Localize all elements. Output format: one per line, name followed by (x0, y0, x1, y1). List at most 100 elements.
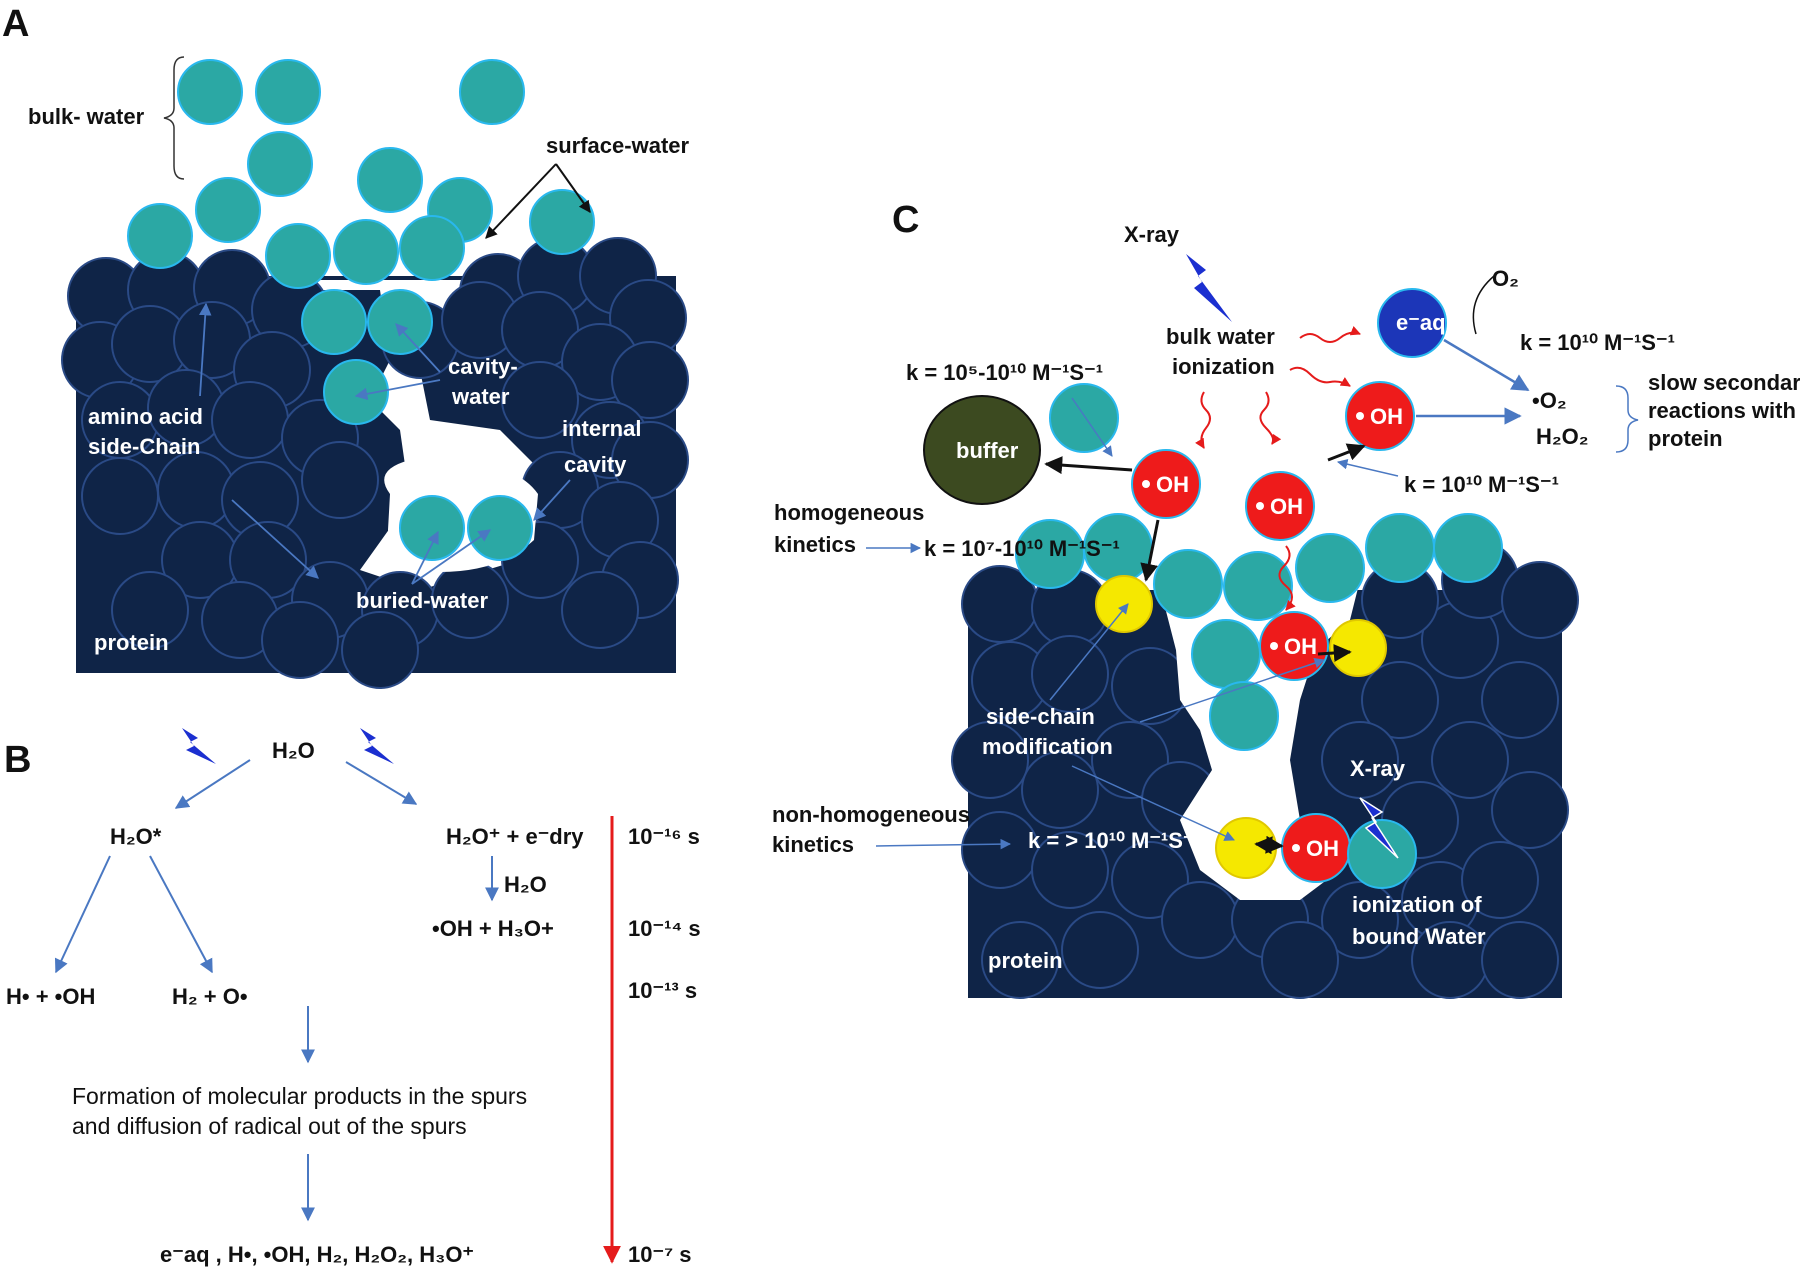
protein-bead (111, 571, 189, 649)
panel-c-letter: C (892, 199, 919, 241)
h2o-star-label: H₂O* (110, 824, 162, 849)
internal-cavity-arrow (533, 479, 571, 521)
buried-water-label: buried-water (356, 588, 488, 613)
wavy-arrow-to-oh (1259, 391, 1282, 445)
oh-label: OH (1306, 836, 1339, 861)
protein-bead (561, 571, 639, 649)
radical-dot (1356, 412, 1364, 420)
buffer-molecule (923, 395, 1041, 505)
side-chain-pointer-3 (1071, 765, 1235, 841)
oh-forward-arrow (1327, 443, 1366, 462)
wavy-arrow-to-oh (1278, 545, 1296, 611)
protein-bead (1501, 561, 1579, 639)
radical-dot (1142, 480, 1150, 488)
protein-bead (341, 611, 419, 689)
h-oh-label: H• + •OH (6, 984, 95, 1009)
protein-bead (1481, 661, 1559, 739)
k-oh-label: k = 10¹⁰ M⁻¹S⁻¹ (1404, 472, 1559, 497)
surface-water-arrow-2 (555, 163, 591, 213)
protein-bead (1261, 921, 1339, 999)
water-molecule (247, 131, 313, 197)
superoxide-label: •O₂ (1532, 388, 1567, 413)
panel-a-protein-beads (61, 237, 689, 689)
radical-dot (1270, 642, 1278, 650)
amino-acid-arrow (198, 302, 212, 397)
protein-bead (961, 811, 1039, 889)
water-molecule (195, 177, 261, 243)
cavity-water-arrow-1 (395, 323, 441, 373)
bulk-ionization-label-1: bulk water (1166, 324, 1275, 349)
cavity-water-label-1: cavity- (448, 354, 518, 379)
hydroxyl-radical (1259, 611, 1329, 681)
h2o-mid-label: H₂O (504, 872, 547, 897)
protein-bead (501, 361, 579, 439)
lightning-bolt-icon (360, 728, 394, 764)
side-chain-label-2: modification (982, 734, 1113, 759)
oh-to-side-chain-arrow (1254, 835, 1284, 855)
protein-bead (81, 457, 159, 535)
xray-top-label: X-ray (1124, 222, 1180, 247)
slow-reactions-label-1: slow secondary (1648, 370, 1800, 395)
bulk-water-brace (163, 56, 185, 180)
time-label-1: 10⁻¹⁶ s (628, 824, 700, 849)
amino-acid-label-1: amino acid (88, 404, 203, 429)
products-brace (1615, 385, 1639, 453)
oh-label: OH (1370, 404, 1403, 429)
final-products-label: e⁻aq , H•, •OH, H₂, H₂O₂, H₃O⁺ (160, 1242, 474, 1267)
water-molecule (1295, 533, 1365, 603)
lightning-bolt-icon (1186, 254, 1232, 322)
k-homogeneous-label: k = 10⁷-10¹⁰ M⁻¹S⁻¹ (924, 536, 1120, 561)
arrow-to-h2-o (149, 855, 213, 974)
surface-water-arrow-1 (485, 163, 557, 239)
water-molecule (1433, 513, 1503, 583)
internal-cavity-label-2: cavity (564, 452, 627, 477)
protein-bead (1031, 635, 1109, 713)
protein-bead (951, 721, 1029, 799)
oh-to-side-chain-arrow (1317, 644, 1352, 662)
wavy-arrow-to-electron (1299, 326, 1361, 343)
side-chain-arrow (231, 499, 319, 579)
arrow-to-h2o-plus (345, 761, 418, 805)
cavity-water-arrow-2 (354, 379, 441, 401)
water-molecule (333, 219, 399, 285)
electron-label: e⁻aq (1396, 310, 1446, 335)
side-chain-label-1: side-chain (986, 704, 1095, 729)
time-label-2: 10⁻¹⁴ s (628, 916, 701, 941)
non-homogeneous-pointer (875, 838, 1012, 850)
oh-label: OH (1156, 472, 1189, 497)
modified-site (1329, 619, 1387, 677)
protein-bead (1491, 771, 1569, 849)
k-o2-label: k = 10¹⁰ M⁻¹S⁻¹ (1520, 330, 1675, 355)
modified-site (1095, 575, 1153, 633)
slow-reactions-label-2: reactions with (1648, 398, 1796, 423)
water-molecule (1209, 681, 1279, 751)
time-label-3: 10⁻¹³ s (628, 978, 697, 1003)
time-label-4: 10⁻⁷ s (628, 1242, 692, 1267)
buffer-label: buffer (956, 438, 1019, 463)
wavy-arrow-to-oh (1289, 366, 1351, 387)
buried-water-arrow-1 (411, 530, 439, 585)
h2-o-label: H₂ + O• (172, 984, 248, 1009)
water-molecule (467, 495, 533, 561)
k-non-homogeneous-label: k = > 10¹⁰ M⁻¹S⁻¹ (1028, 828, 1202, 853)
water-molecule (367, 289, 433, 355)
panel-a-protein-label: protein (94, 630, 169, 655)
oh-h3o-label: •OH + H₃O+ (432, 916, 554, 941)
water-molecule (529, 189, 595, 255)
panel-a-water-molecules (127, 59, 595, 561)
slow-reactions-label-3: protein (1648, 426, 1723, 451)
o2-curve (1472, 275, 1495, 335)
ionization-label-2: bound Water (1352, 924, 1486, 949)
k-buffer-pointer (1071, 397, 1113, 457)
modified-site (1215, 817, 1277, 879)
water-molecule (399, 215, 465, 281)
oh-to-buffer-arrow (1044, 456, 1133, 475)
protein-bead (261, 601, 339, 679)
protein-bead (1061, 911, 1139, 989)
homogeneous-label-1: homogeneous (774, 500, 924, 525)
water-molecule (357, 147, 423, 213)
o2-label: O₂ (1492, 266, 1519, 291)
water-molecule (301, 289, 367, 355)
arrow-to-h-oh (54, 855, 111, 974)
lightning-bolt-icon (182, 728, 216, 764)
